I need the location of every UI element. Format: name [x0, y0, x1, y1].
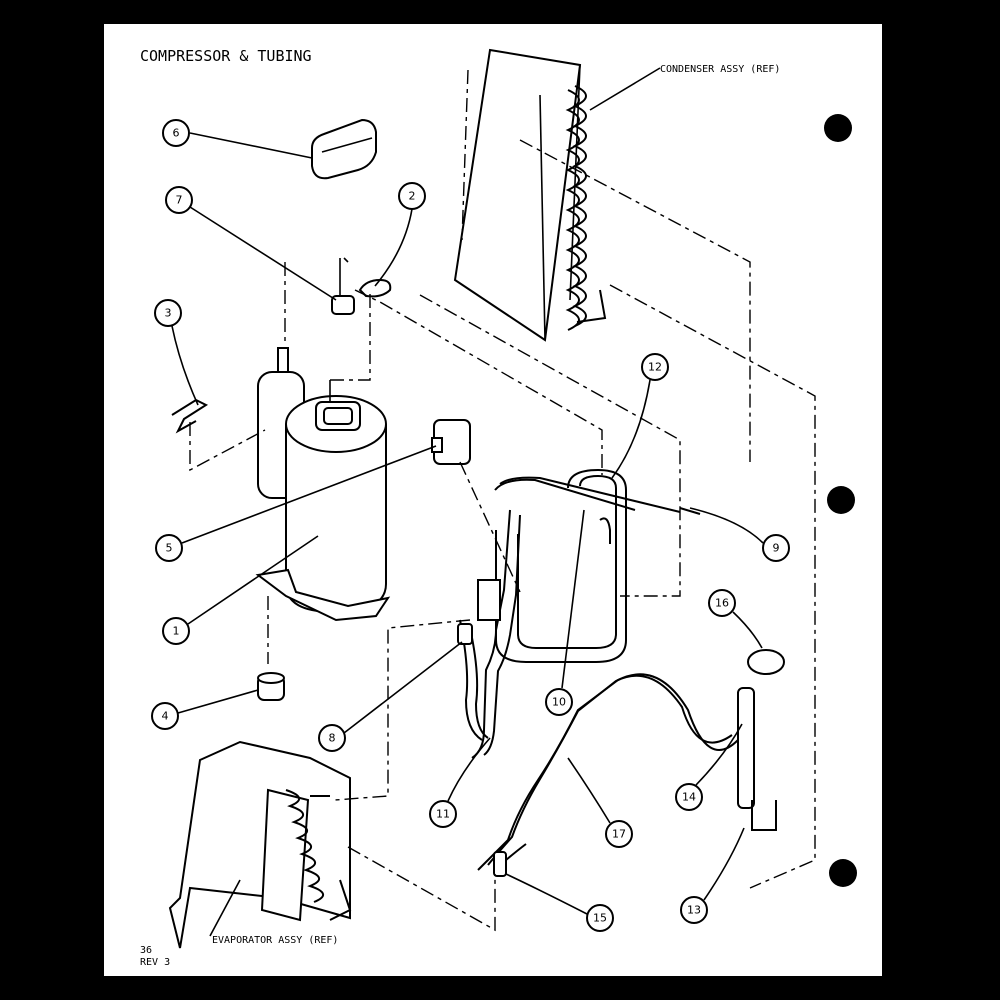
callout-2: 2: [374, 182, 426, 287]
callout-6: 6: [162, 119, 313, 159]
svg-text:2: 2: [409, 190, 416, 203]
callout-16: 16: [708, 589, 763, 649]
binder-hole-top: [824, 114, 852, 142]
callout-11: 11: [429, 737, 491, 828]
part-2-clip: [358, 278, 392, 298]
callout-9: 9: [689, 507, 790, 562]
svg-text:17: 17: [612, 828, 626, 841]
page-number: 36: [140, 945, 152, 956]
svg-text:12: 12: [648, 361, 662, 374]
svg-text:9: 9: [773, 542, 780, 555]
part-4-grommet: [257, 672, 285, 701]
callout-8: 8: [318, 641, 463, 752]
evaporator-leader: [209, 879, 241, 937]
callout-1: 1: [162, 535, 319, 645]
svg-text:16: 16: [715, 597, 729, 610]
capillary-tube-strainer: [477, 649, 785, 877]
callout-4: 4: [151, 689, 259, 730]
evaporator-assembly: [168, 740, 352, 949]
revision-label: REV 3: [140, 957, 170, 968]
binder-hole-bottom: [829, 859, 857, 887]
svg-text:7: 7: [176, 194, 183, 207]
svg-text:14: 14: [682, 791, 696, 804]
callout-3: 3: [154, 299, 199, 406]
svg-text:5: 5: [166, 542, 173, 555]
callout-14: 14: [675, 723, 743, 811]
part-7-overload: [331, 257, 355, 315]
svg-text:8: 8: [329, 732, 336, 745]
svg-text:1: 1: [173, 625, 180, 638]
svg-text:13: 13: [687, 904, 701, 917]
svg-text:3: 3: [165, 307, 172, 320]
part-5-terminal-block: [431, 419, 471, 465]
condenser-label: CONDENSER ASSY (REF): [660, 64, 780, 75]
evaporator-label: EVAPORATOR ASSY (REF): [212, 935, 338, 946]
condenser-leader: [589, 67, 661, 111]
svg-text:10: 10: [552, 696, 566, 709]
part-3-bracket: [171, 398, 209, 434]
svg-text:4: 4: [162, 710, 169, 723]
part-1-compressor: [255, 380, 391, 622]
callout-13: 13: [680, 827, 745, 924]
assembly-dashed-lines: [189, 139, 816, 932]
callout-10: 10: [545, 509, 585, 716]
svg-text:11: 11: [436, 808, 450, 821]
callout-15: 15: [505, 873, 614, 932]
callout-7: 7: [165, 186, 337, 301]
svg-text:15: 15: [593, 912, 607, 925]
part-6-terminal-cover: [311, 118, 377, 180]
condenser-assembly: [453, 48, 607, 342]
binder-hole-middle: [827, 486, 855, 514]
callout-17: 17: [567, 757, 633, 848]
callout-12: 12: [611, 353, 669, 479]
reversing-valve-tubing: [457, 468, 701, 759]
callout-5: 5: [155, 445, 437, 562]
diagram-title: COMPRESSOR & TUBING: [140, 47, 312, 65]
svg-text:6: 6: [173, 127, 180, 140]
